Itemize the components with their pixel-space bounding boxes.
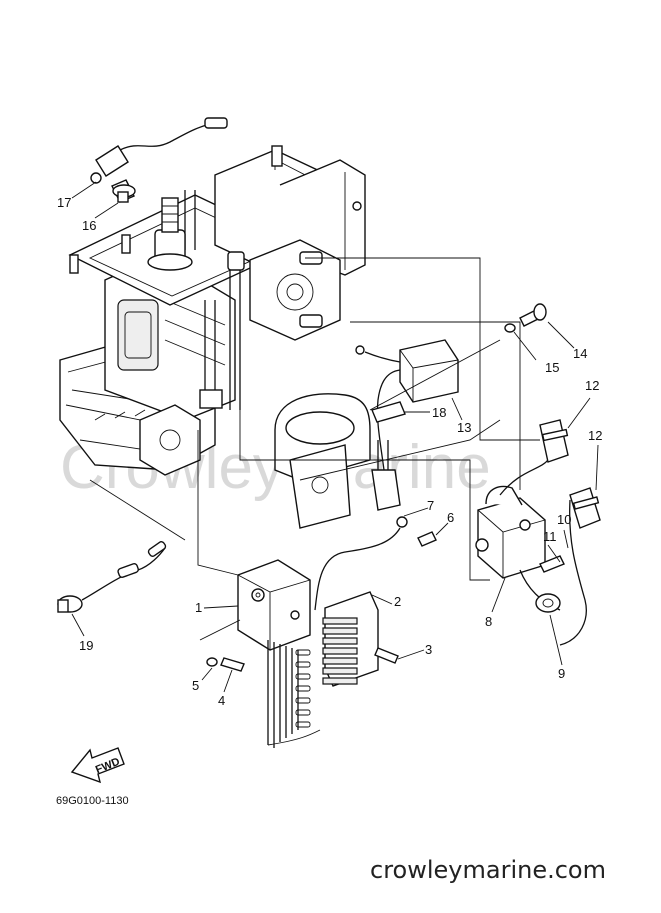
engine-block bbox=[59, 145, 366, 476]
callout-12b: 12 bbox=[588, 428, 602, 443]
part-1-cdi-unit bbox=[237, 559, 321, 748]
part-15-washer bbox=[504, 323, 516, 333]
stator-bracket bbox=[274, 393, 401, 529]
part-8-ignition-coil bbox=[475, 485, 546, 579]
part-4-bolt bbox=[220, 657, 245, 672]
callout-1: 1 bbox=[195, 600, 202, 615]
callout-7: 7 bbox=[427, 498, 434, 513]
callout-19: 19 bbox=[79, 638, 93, 653]
callout-5: 5 bbox=[192, 678, 199, 693]
callout-12a: 12 bbox=[585, 378, 599, 393]
callout-9: 9 bbox=[558, 666, 565, 681]
part-3-screw bbox=[374, 647, 399, 664]
site-footer: crowleymarine.com bbox=[370, 856, 606, 884]
callout-15: 15 bbox=[545, 360, 559, 375]
ground-lead bbox=[314, 527, 401, 611]
part-16-sensor bbox=[111, 179, 136, 203]
callout-2: 2 bbox=[394, 594, 401, 609]
part-7-terminal bbox=[396, 516, 408, 528]
part-2-rectifier bbox=[322, 591, 379, 687]
callout-17: 17 bbox=[57, 195, 71, 210]
callout-4: 4 bbox=[218, 693, 225, 708]
callout-3: 3 bbox=[425, 642, 432, 657]
leader-lines bbox=[71, 181, 599, 693]
part-17-plug-cap bbox=[90, 117, 228, 184]
callout-6: 6 bbox=[447, 510, 454, 525]
part-6-screw bbox=[417, 531, 437, 547]
part-5-washer bbox=[206, 657, 218, 667]
callout-13: 13 bbox=[457, 420, 471, 435]
diagram-code: 69G0100-1130 bbox=[56, 795, 129, 807]
callout-10: 10 bbox=[557, 512, 571, 527]
part-12-leads bbox=[499, 419, 601, 646]
callout-labels: 1 2 3 4 5 6 7 8 9 10 11 12 12 13 14 15 1… bbox=[57, 195, 602, 708]
part-9-grommet bbox=[535, 593, 561, 613]
fwd-arrow: FWD bbox=[70, 747, 125, 784]
callout-14: 14 bbox=[573, 346, 587, 361]
callout-18: 18 bbox=[432, 405, 446, 420]
part-18-clamp bbox=[371, 401, 406, 423]
part-14-bolt bbox=[519, 303, 547, 327]
part-11-bolt bbox=[539, 555, 565, 573]
part-19-sensor bbox=[57, 541, 167, 613]
callout-16: 16 bbox=[82, 218, 96, 233]
callout-8: 8 bbox=[485, 614, 492, 629]
callout-11: 11 bbox=[543, 529, 557, 544]
